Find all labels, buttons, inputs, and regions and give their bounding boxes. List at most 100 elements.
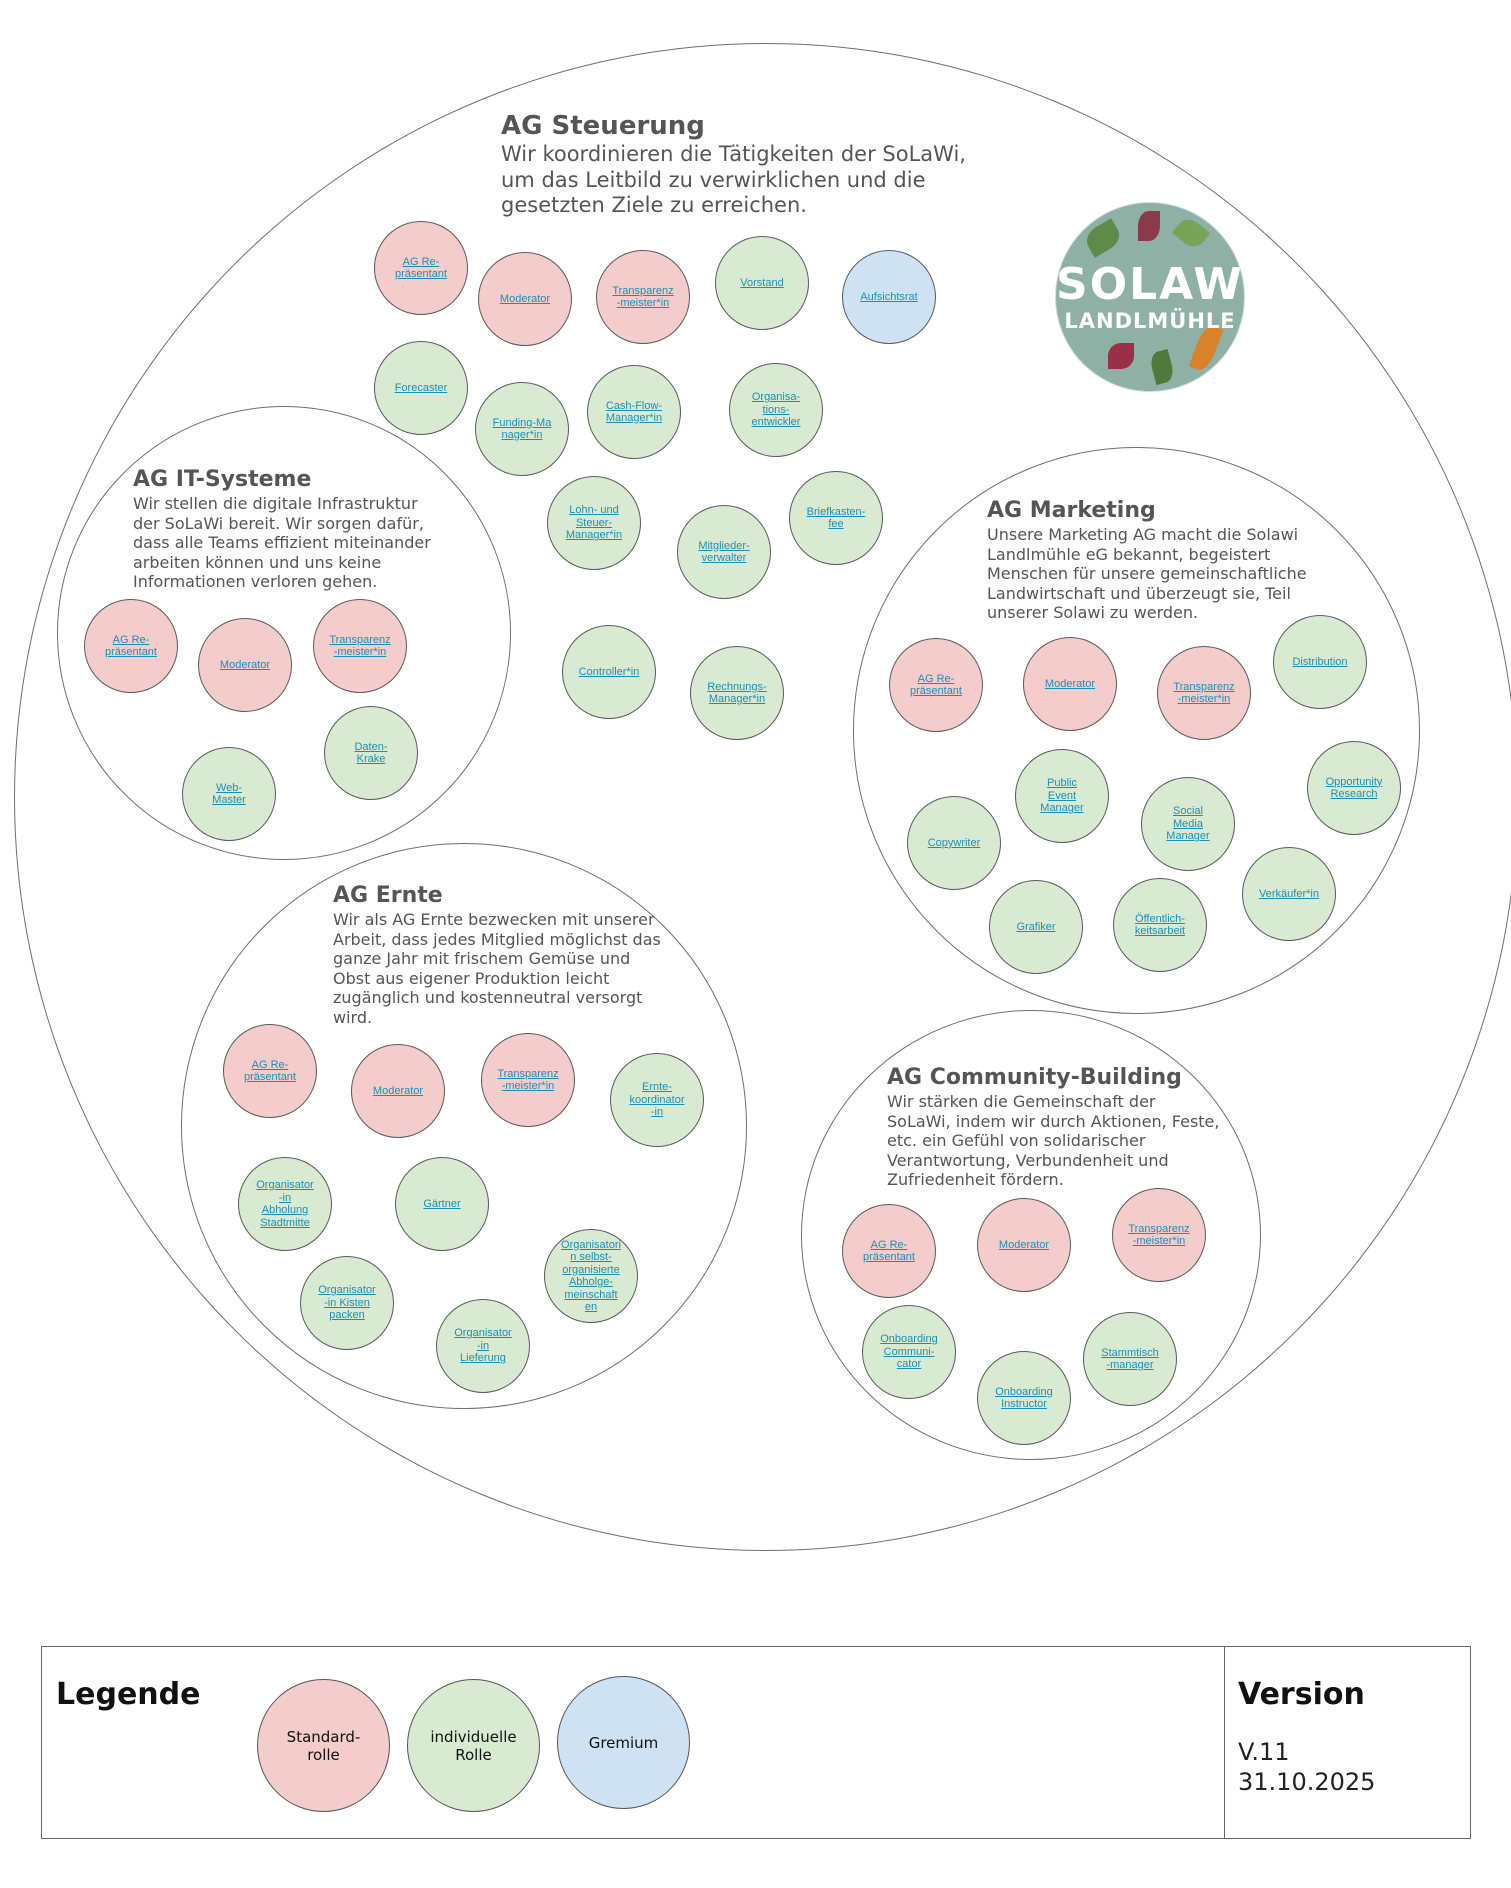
community-title: AG Community-Building (887, 1065, 1182, 1090)
role-label[interactable]: Daten- Krake (354, 740, 388, 766)
role-it-ag-repraesentant[interactable]: AG Re- präsentant (84, 599, 178, 693)
role-label[interactable]: AG Re- präsentant (910, 672, 962, 698)
role-label[interactable]: Vorstand (740, 276, 784, 289)
role-label[interactable]: Public Event Manager (1040, 777, 1084, 815)
role-erntekoordinator[interactable]: Ernte- koordinator -in (610, 1053, 704, 1147)
role-label[interactable]: Organisator -in Kisten packen (318, 1284, 376, 1322)
role-label[interactable]: Mitglieder- verwalter (698, 539, 750, 565)
role-organisationsentwickler[interactable]: Organisa- tions- entwickler (729, 363, 823, 457)
role-it-transparenzmeister[interactable]: Transparenz -meister*in (313, 599, 407, 693)
role-label[interactable]: Moderator (1044, 677, 1096, 690)
role-webmaster[interactable]: Web- Master (182, 747, 276, 841)
role-onboarding-instructor[interactable]: Onboarding Instructor (977, 1351, 1071, 1445)
role-organisator-kisten-packen[interactable]: Organisator -in Kisten packen (300, 1256, 394, 1350)
role-label[interactable]: Transparenz -meister*in (1128, 1222, 1190, 1248)
ernte-title: AG Ernte (333, 883, 443, 908)
role-lohn-steuer-manager[interactable]: Lohn- und Steuer- Manager*in (547, 476, 641, 570)
beet-icon (1108, 343, 1134, 369)
solawi-logo: SOLAWI LANDLMÜHLE (1055, 202, 1245, 392)
role-rechnungsmanager[interactable]: Rechnungs- Manager*in (690, 646, 784, 740)
role-forecaster[interactable]: Forecaster (374, 341, 468, 435)
role-label[interactable]: Transparenz -meister*in (612, 284, 674, 310)
role-gaertner[interactable]: Gärtner (395, 1157, 489, 1251)
role-label[interactable]: Moderator (219, 658, 271, 671)
role-onboarding-communicator[interactable]: Onboarding Communi- cator (862, 1305, 956, 1399)
role-label[interactable]: Organisator -in Lieferung (454, 1327, 512, 1365)
role-label[interactable]: Grafiker (1016, 920, 1056, 933)
role-marketing-transparenzmeister[interactable]: Transparenz -meister*in (1157, 646, 1251, 740)
role-vorstand[interactable]: Vorstand (715, 236, 809, 330)
role-label[interactable]: Rechnungs- Manager*in (707, 680, 767, 706)
role-label[interactable]: Funding-Ma nager*in (492, 416, 552, 442)
role-label[interactable]: Transparenz -meister*in (1173, 680, 1235, 706)
role-ernte-moderator[interactable]: Moderator (351, 1044, 445, 1138)
role-social-media-manager[interactable]: Social Media Manager (1141, 777, 1235, 871)
role-label[interactable]: Gärtner (423, 1197, 461, 1210)
role-marketing-moderator[interactable]: Moderator (1023, 637, 1117, 731)
ernte-section: AG Ernte Wir als AG Ernte bezwecken mit … (333, 882, 693, 1027)
role-organisator-abholgemeinschaften[interactable]: Organisatori n selbst- organisierte Abho… (544, 1229, 638, 1323)
role-label[interactable]: Moderator (372, 1084, 424, 1097)
role-funding-manager[interactable]: Funding-Ma nager*in (475, 382, 569, 476)
role-label[interactable]: Copywriter (927, 836, 981, 849)
role-verkaeufer[interactable]: Verkäufer*in (1242, 847, 1336, 941)
role-community-ag-repraesentant[interactable]: AG Re- präsentant (842, 1204, 936, 1298)
role-steuerung-ag-repraesentant[interactable]: AG Re- präsentant (374, 221, 468, 315)
role-public-event-manager[interactable]: Public Event Manager (1015, 749, 1109, 843)
role-steuerung-moderator[interactable]: Moderator (478, 252, 572, 346)
role-label[interactable]: Forecaster (394, 381, 448, 394)
role-label[interactable]: Web- Master (212, 781, 246, 807)
role-label[interactable]: Onboarding Communi- cator (880, 1333, 938, 1371)
role-datenkrake[interactable]: Daten- Krake (324, 706, 418, 800)
role-ernte-transparenzmeister[interactable]: Transparenz -meister*in (481, 1033, 575, 1127)
role-label[interactable]: AG Re- präsentant (244, 1058, 296, 1084)
role-label[interactable]: AG Re- präsentant (395, 255, 447, 281)
steuerung-title: AG Steuerung (501, 111, 705, 141)
role-label[interactable]: Ernte- koordinator -in (629, 1081, 685, 1119)
role-label[interactable]: Lohn- und Steuer- Manager*in (565, 504, 623, 542)
role-cash-flow-manager[interactable]: Cash-Flow- Manager*in (587, 365, 681, 459)
role-label[interactable]: Moderator (499, 292, 551, 305)
role-ernte-ag-repraesentant[interactable]: AG Re- präsentant (223, 1024, 317, 1118)
role-label[interactable]: AG Re- präsentant (105, 633, 157, 659)
role-label[interactable]: Social Media Manager (1166, 805, 1210, 843)
steuerung-description: Wir koordinieren die Tätigkeiten der SoL… (501, 142, 966, 217)
role-organisator-abholung-stadtmitte[interactable]: Organisator -in Abholung Stadtmitte (238, 1157, 332, 1251)
role-opportunity-research[interactable]: Opportunity Research (1307, 741, 1401, 835)
role-it-moderator[interactable]: Moderator (198, 618, 292, 712)
role-community-transparenzmeister[interactable]: Transparenz -meister*in (1112, 1188, 1206, 1282)
role-label[interactable]: Moderator (998, 1238, 1050, 1251)
role-oeffentlichkeitsarbeit[interactable]: Öffentlich- keitsarbeit (1113, 878, 1207, 972)
role-label[interactable]: Distribution (1292, 655, 1348, 668)
role-label[interactable]: Stammtisch -manager (1101, 1346, 1159, 1372)
role-label[interactable]: Transparenz -meister*in (329, 633, 391, 659)
role-label[interactable]: AG Re- präsentant (863, 1238, 915, 1264)
it-section: AG IT-Systeme Wir stellen die digitale I… (133, 466, 463, 592)
role-community-moderator[interactable]: Moderator (977, 1198, 1071, 1292)
role-steuerung-transparenzmeister[interactable]: Transparenz -meister*in (596, 250, 690, 344)
role-label[interactable]: Aufsichtsrat (860, 290, 918, 303)
role-label[interactable]: Onboarding Instructor (995, 1385, 1053, 1411)
role-organisator-lieferung[interactable]: Organisator -in Lieferung (436, 1299, 530, 1393)
role-label[interactable]: Transparenz -meister*in (497, 1067, 559, 1093)
role-aufsichtsrat[interactable]: Aufsichtsrat (842, 250, 936, 344)
role-stammtisch-manager[interactable]: Stammtisch -manager (1083, 1312, 1177, 1406)
role-label[interactable]: Briefkasten- fee (806, 505, 866, 531)
role-label[interactable]: Verkäufer*in (1259, 887, 1319, 900)
role-label[interactable]: Controller*in (578, 665, 640, 678)
role-controller[interactable]: Controller*in (562, 625, 656, 719)
role-mitgliederverwalter[interactable]: Mitglieder- verwalter (677, 505, 771, 599)
role-copywriter[interactable]: Copywriter (907, 796, 1001, 890)
role-marketing-ag-repraesentant[interactable]: AG Re- präsentant (889, 638, 983, 732)
role-grafiker[interactable]: Grafiker (989, 880, 1083, 974)
role-briefkastenfee[interactable]: Briefkasten- fee (789, 471, 883, 565)
role-label[interactable]: Öffentlich- keitsarbeit (1134, 912, 1186, 938)
role-distribution[interactable]: Distribution (1273, 615, 1367, 709)
role-label[interactable]: Organisator -in Abholung Stadtmitte (256, 1179, 314, 1229)
it-description: Wir stellen die digitale Infrastruktur d… (133, 494, 431, 591)
role-label[interactable]: Organisa- tions- entwickler (751, 391, 801, 429)
role-label[interactable]: Cash-Flow- Manager*in (605, 399, 663, 425)
community-description: Wir stärken die Gemeinschaft der SoLaWi,… (887, 1092, 1220, 1189)
role-label[interactable]: Organisatori n selbst- organisierte Abho… (561, 1238, 621, 1314)
role-label[interactable]: Opportunity Research (1325, 775, 1383, 801)
